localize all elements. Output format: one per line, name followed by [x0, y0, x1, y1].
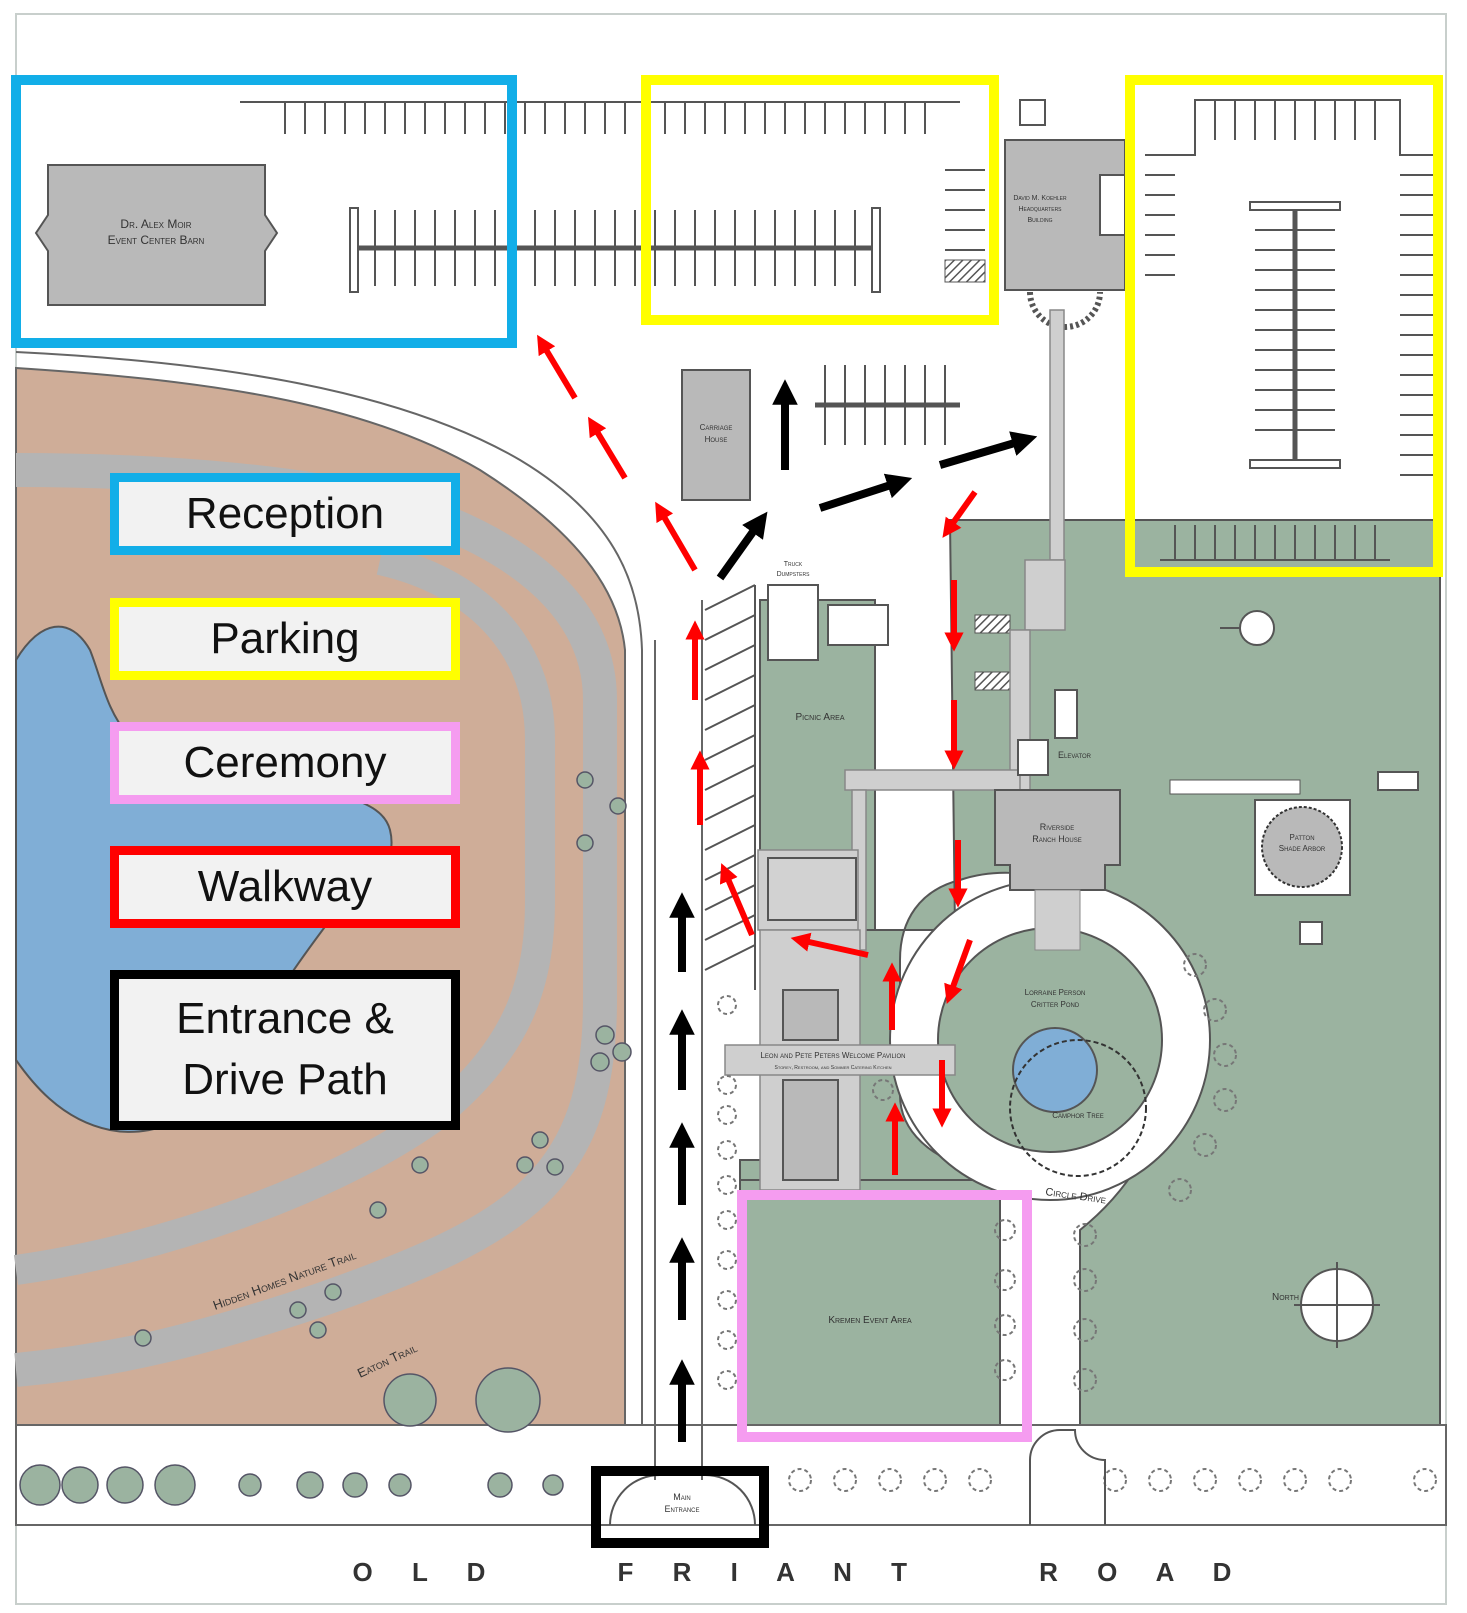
label-welcome-pavilion: Leon and Pete Peters Welcome Pavilion — [760, 1051, 905, 1060]
label-headquarters: David M. Koehler — [1013, 195, 1067, 202]
covered-area — [767, 857, 857, 921]
label-picnic-area: Picnic Area — [795, 712, 844, 723]
pavilion-block-1 — [782, 989, 839, 1041]
label-headquarters-2: Headquarters — [1018, 206, 1062, 213]
truck-dumpsters — [767, 584, 819, 661]
drive-parking-stalls — [704, 584, 756, 990]
label-shade-arbor: Patton — [1289, 833, 1314, 842]
hq-tower — [1019, 99, 1046, 126]
west-road-curve — [15, 351, 643, 1425]
building-ranch-house — [994, 789, 1121, 891]
hatched-area-3 — [974, 671, 1011, 691]
label-critter-pond: Lorraine Person — [1025, 988, 1086, 997]
top-parking-rows — [240, 101, 985, 293]
legend-parking-label: Parking — [210, 613, 360, 663]
small-marker — [1299, 921, 1323, 945]
trees — [19, 771, 632, 1506]
label-carriage-house: Carriage — [700, 423, 733, 432]
label-critter-pond-2: Critter Pond — [1031, 1000, 1080, 1009]
ranch-walkway — [1034, 889, 1081, 951]
zone-parking-center — [641, 75, 999, 325]
hq-window-grid — [1099, 174, 1126, 236]
bench-row — [1169, 779, 1301, 795]
label-event-center-barn: Dr. Alex Moir — [120, 217, 191, 231]
legend-ceremony-label: Ceremony — [183, 737, 387, 787]
label-elevator: Elevator — [1058, 750, 1092, 760]
critter-pond — [1012, 1027, 1098, 1113]
zone-ceremony — [737, 1190, 1032, 1442]
building-carriage-house — [681, 369, 751, 501]
hq-stairs — [1027, 291, 1103, 330]
label-headquarters-3: Building — [1028, 217, 1053, 224]
zone-reception — [11, 75, 517, 348]
kremen-lawn — [739, 1179, 1001, 1431]
label-main-entrance: Main — [673, 1492, 691, 1502]
east-parking-lot — [1145, 99, 1440, 561]
east-driveway — [1029, 1429, 1106, 1525]
decorative-plantings — [717, 953, 1437, 1492]
label-truck-dumpsters: Truck — [784, 561, 803, 568]
zone-main-entrance — [591, 1466, 769, 1548]
legend-entrance-drive: Entrance & Drive Path — [110, 970, 460, 1130]
label-old-friant-road: O L D F R I A N T R O A D — [353, 1557, 1248, 1587]
legend-entrance-drive-label: Entrance & Drive Path — [176, 989, 394, 1110]
label-welcome-pavilion-2: Storey, Restroom, and Sommer Catering Ki… — [774, 1065, 891, 1071]
label-camphor-tree: Camphor Tree — [1052, 1111, 1103, 1120]
legend-entrance-drive-line2: Drive Path — [182, 1055, 388, 1104]
label-north: North — [1272, 1292, 1299, 1303]
trail-band-inner — [13, 545, 555, 1285]
elevator-box — [1017, 739, 1049, 776]
legend-reception-label: Reception — [185, 488, 385, 538]
legend-walkway-label: Walkway — [197, 861, 373, 911]
carriage-parking — [815, 365, 960, 445]
hatched-area-1 — [944, 259, 986, 283]
legend-walkway: Walkway — [110, 846, 460, 928]
label-ranch-house-2: Ranch House — [1032, 834, 1082, 844]
north-compass — [1294, 1262, 1380, 1348]
shade-arbor-circle — [1261, 806, 1343, 888]
walkway-arrows — [537, 334, 978, 1175]
building-event-center-barn — [34, 164, 279, 306]
legend-reception: Reception — [110, 473, 460, 555]
label-ranch-house: Riverside — [1040, 822, 1075, 832]
pavilion-block-2 — [782, 1079, 839, 1181]
sign-box — [1377, 771, 1419, 791]
legend-entrance-drive-line1: Entrance & — [176, 994, 394, 1044]
camphor-tree — [1009, 1039, 1147, 1177]
label-truck-dumpsters-2: Dumpsters — [777, 571, 811, 578]
elevator-box-2 — [1054, 689, 1078, 739]
label-event-center-barn-2: Event Center Barn — [108, 233, 205, 247]
drive-arrows — [669, 379, 1038, 1442]
fountain — [1239, 610, 1275, 646]
label-shade-arbor-2: Shade Arbor — [1279, 844, 1326, 853]
zone-parking-east — [1125, 75, 1443, 577]
label-main-entrance-2: Entrance — [664, 1504, 699, 1514]
label-kremen-event-area: Kremen Event Area — [828, 1315, 912, 1326]
legend-ceremony: Ceremony — [110, 722, 460, 804]
hatched-area-2 — [974, 614, 1011, 634]
label-carriage-house-2: House — [705, 435, 728, 444]
picnic-shelter — [827, 604, 889, 646]
legend-parking: Parking — [110, 598, 460, 680]
